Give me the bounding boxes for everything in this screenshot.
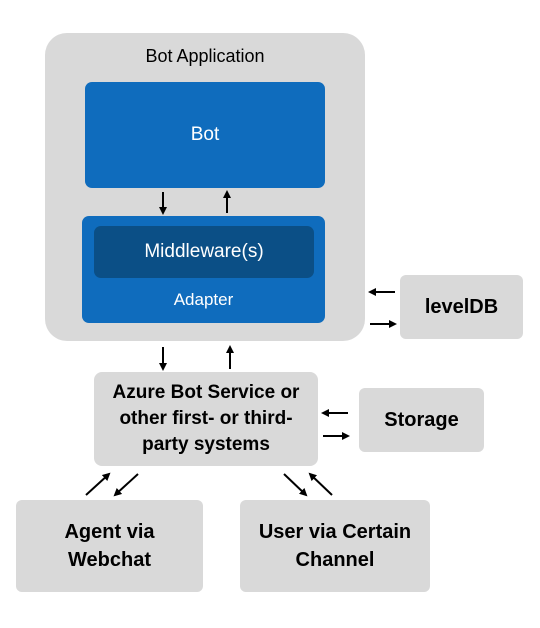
user-line-2: Channel	[295, 549, 375, 571]
bot-application-title: Bot Application	[145, 46, 265, 66]
bot-box: Bot	[85, 82, 325, 188]
bot-label: Bot	[190, 124, 220, 145]
agent-line-2: Webchat	[68, 549, 151, 571]
arrow-user-to-azure	[308, 472, 333, 496]
arrow-azure-to-agent	[113, 473, 139, 497]
azure-line-3: party systems	[142, 434, 270, 455]
azure-line-2: other first- or third-	[119, 408, 293, 429]
arrow-agent-to-azure	[85, 472, 111, 496]
leveldb-label: levelDB	[424, 295, 499, 318]
adapter-label: Adapter	[173, 290, 234, 309]
storage-label: Storage	[384, 408, 459, 431]
agent-webchat-box: Agent via Webchat	[16, 500, 203, 592]
middleware-box: Middleware(s)	[94, 226, 314, 278]
storage-box: Storage	[359, 388, 484, 452]
arrow-azure-to-user	[283, 473, 308, 497]
user-channel-box: User via Certain Channel	[240, 500, 430, 592]
user-line-1: User via Certain	[258, 521, 412, 543]
middleware-label: Middleware(s)	[144, 241, 264, 262]
agent-line-1: Agent via	[64, 521, 155, 543]
leveldb-box: levelDB	[400, 275, 523, 339]
azure-bot-service-box: Azure Bot Service or other first- or thi…	[94, 372, 318, 466]
azure-line-1: Azure Bot Service or	[112, 382, 300, 403]
